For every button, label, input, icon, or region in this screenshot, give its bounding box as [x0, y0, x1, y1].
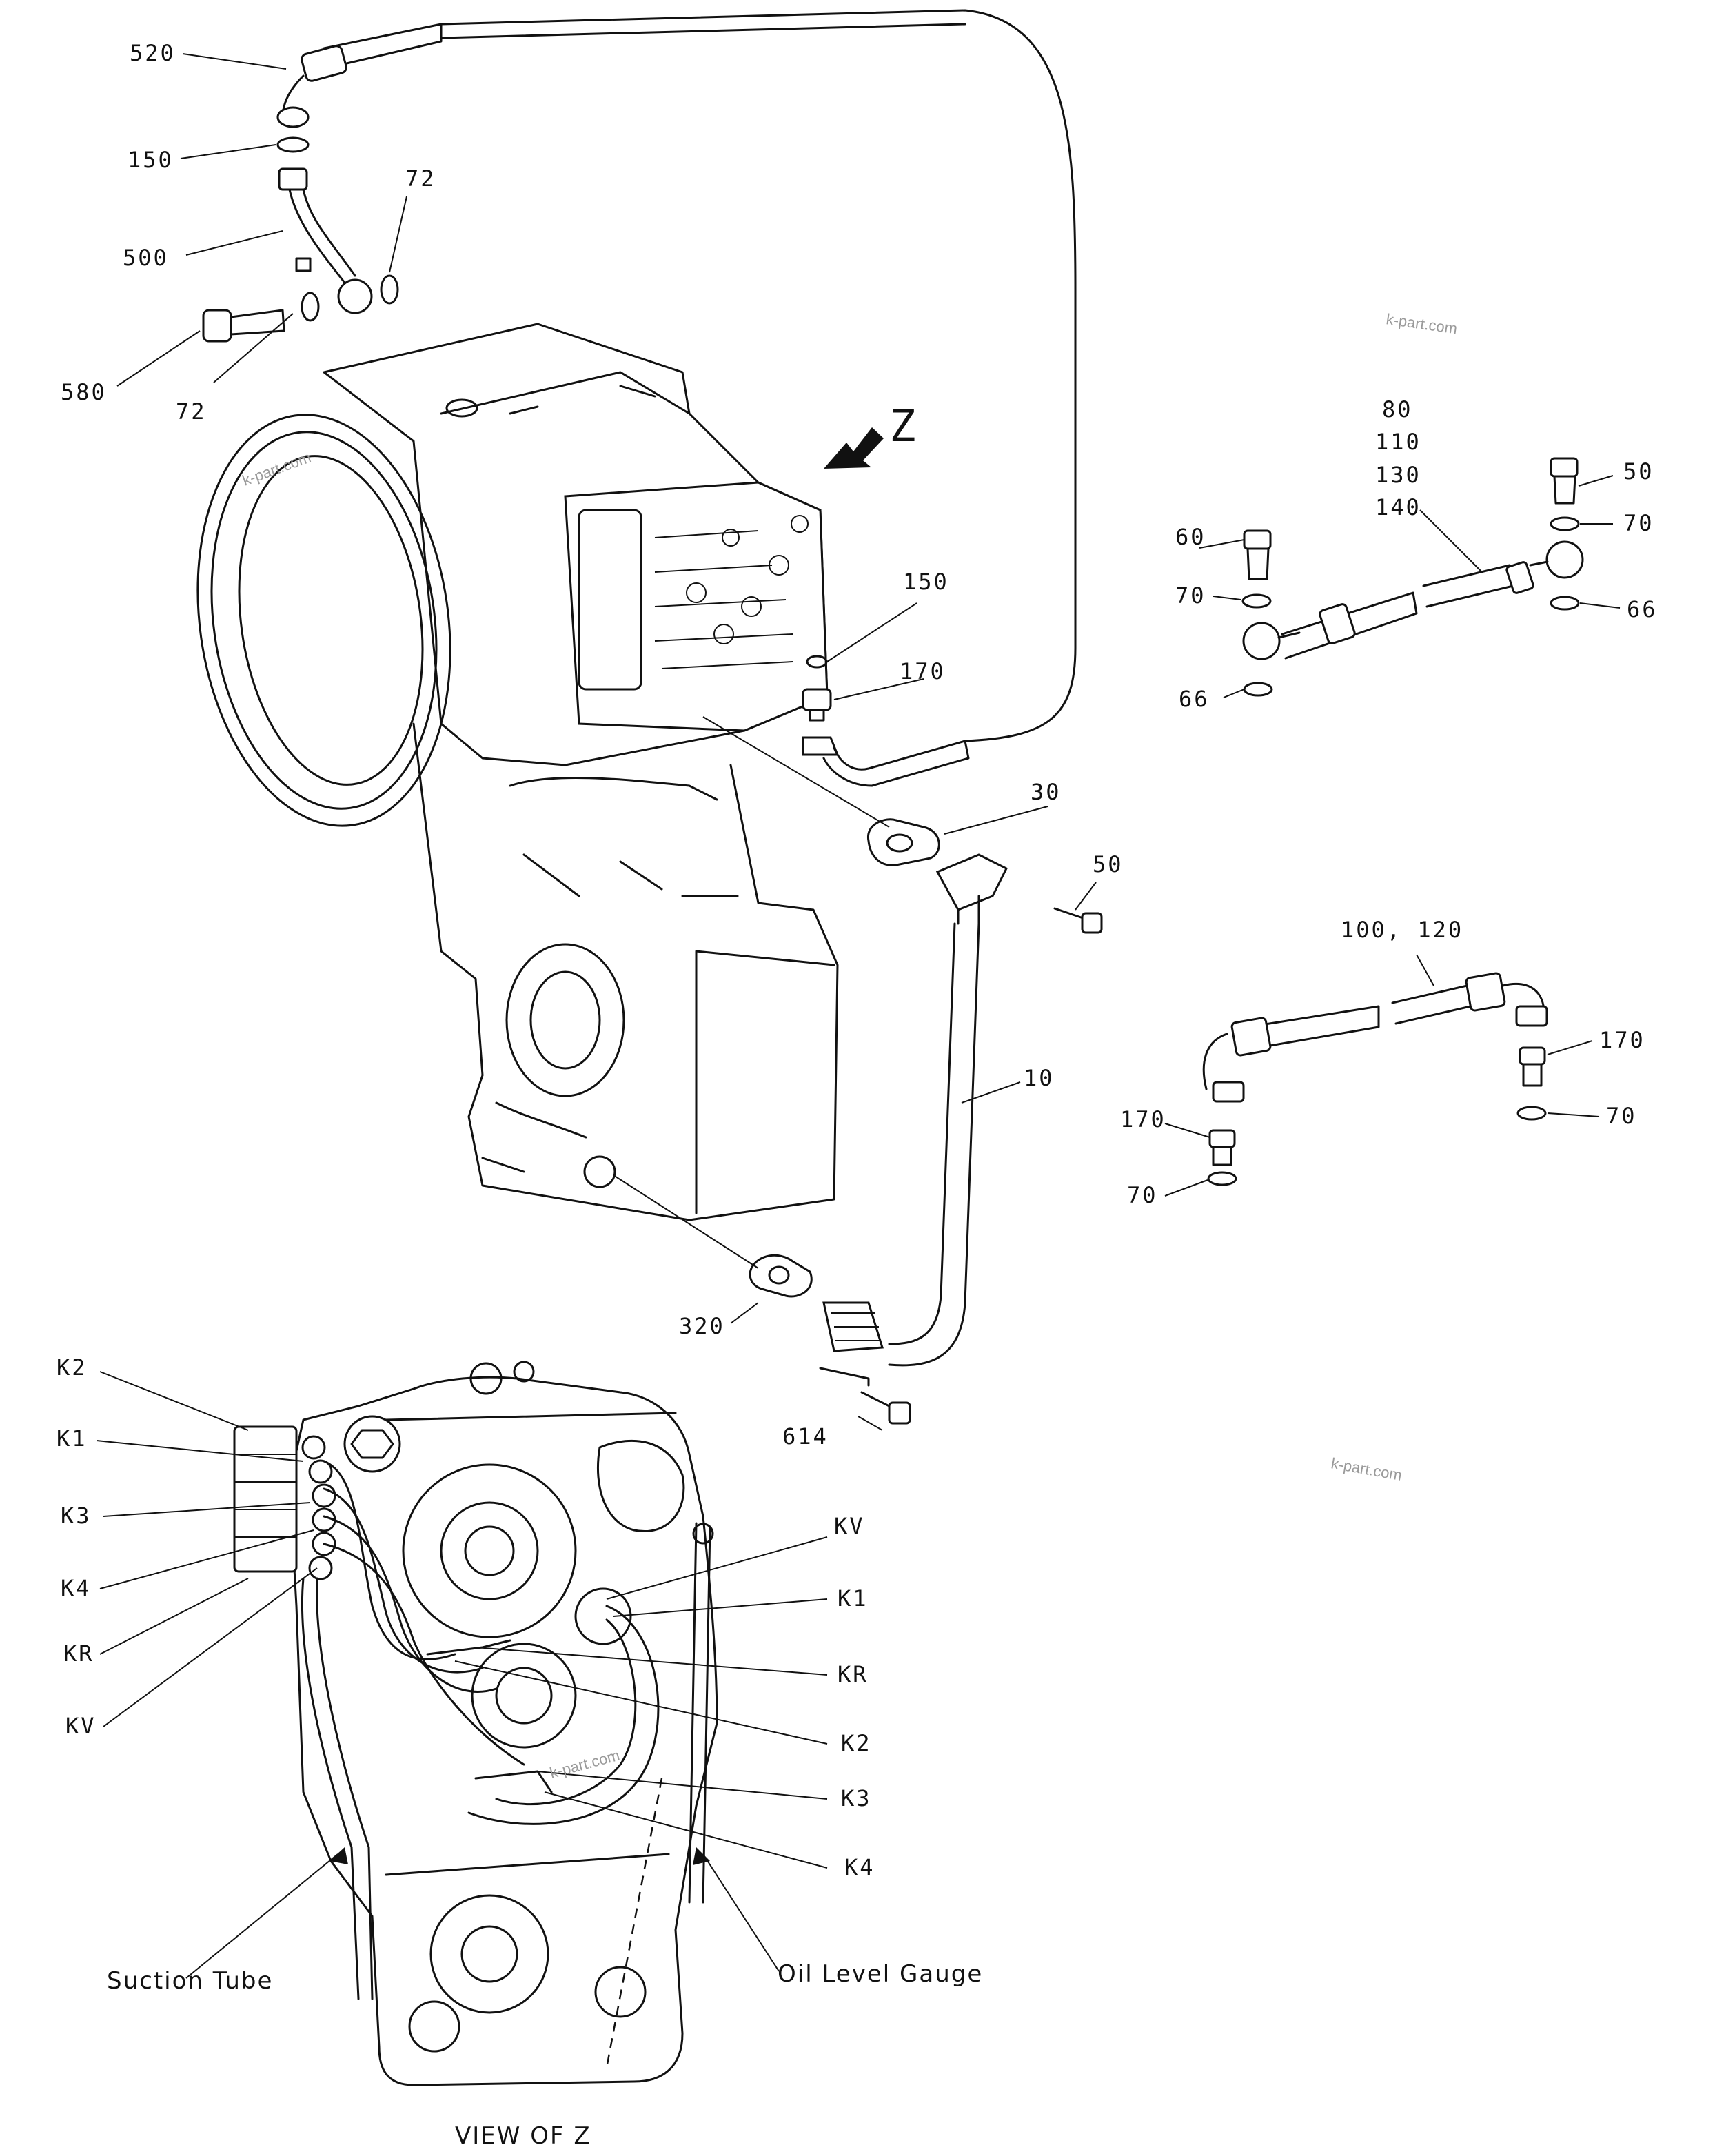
port-label-right: K2: [841, 1730, 872, 1756]
bolt-614: [819, 1367, 911, 1425]
bolt-50: [1053, 907, 1103, 934]
port-label-right: KR: [838, 1661, 869, 1687]
callout-70: 70: [1623, 510, 1654, 536]
gasket-30: [867, 818, 940, 866]
callout-110: 110: [1375, 429, 1421, 455]
callout-150: 150: [128, 147, 174, 173]
hose-assembly-100-120: [1202, 972, 1548, 1186]
gasket-320: [749, 1254, 813, 1298]
callout-130: 130: [1375, 462, 1421, 488]
view-of-z-labels: K2 K1 K3 K4 KR KV KV K1 KR K2 K3 K4 Suct…: [57, 1354, 983, 2150]
view-z-marker: Z: [889, 401, 916, 452]
port-label-right: K4: [844, 1854, 875, 1880]
callout-72: 72: [405, 165, 436, 192]
callout-70: 70: [1127, 1182, 1158, 1208]
port-label-left: K3: [61, 1503, 92, 1529]
callout-170: 170: [1120, 1106, 1166, 1132]
port-label-left: KR: [63, 1640, 94, 1667]
oil-level-gauge-label: Oil Level Gauge: [778, 1960, 983, 1988]
port-label-left: K4: [61, 1575, 92, 1601]
callout-520: 520: [130, 40, 176, 66]
callout-50: 50: [1093, 851, 1124, 877]
fitting-170-with-oring: [802, 655, 970, 787]
return-hose: [440, 9, 1077, 742]
port-label-right: KV: [834, 1513, 865, 1539]
callout-labels: 520 150 500 72 580 72 Z 80 110 130 140 5…: [61, 40, 1658, 1450]
callout-70: 70: [1175, 582, 1206, 609]
leader-lines: [96, 53, 1621, 1979]
callout-580: 580: [61, 379, 107, 405]
view-of-z-caption: VIEW OF Z: [455, 2122, 591, 2150]
callout-320: 320: [679, 1313, 725, 1339]
suction-tube-label: Suction Tube: [107, 1967, 273, 1995]
callout-140: 140: [1375, 494, 1421, 520]
callout-170: 170: [1599, 1027, 1645, 1053]
suction-tube-10: [888, 853, 1008, 1367]
callout-72: 72: [176, 398, 207, 425]
port-label-left: K2: [57, 1354, 88, 1381]
view-of-z-housing: [233, 1361, 718, 2086]
callout-100-120: 100, 120: [1341, 917, 1463, 943]
callout-66: 66: [1627, 596, 1658, 622]
callout-150: 150: [903, 569, 949, 595]
callout-50: 50: [1623, 458, 1654, 485]
banjo-bolt-580: [202, 309, 285, 343]
callout-66: 66: [1179, 686, 1210, 712]
strainer: [822, 1301, 884, 1352]
callout-170: 170: [900, 658, 946, 684]
tube-500: [278, 167, 399, 322]
watermark: k-part.com: [1330, 1454, 1403, 1484]
transmission-housing: [196, 323, 839, 1221]
callout-60: 60: [1175, 524, 1206, 550]
view-z-arrow-icon: [824, 427, 884, 469]
callout-614: 614: [782, 1423, 829, 1450]
port-label-right: K3: [841, 1785, 872, 1811]
callout-10: 10: [1024, 1065, 1055, 1091]
callout-30: 30: [1031, 779, 1062, 805]
hose-fitting-520: [276, 23, 443, 153]
callout-500: 500: [123, 245, 169, 271]
port-label-left: KV: [65, 1713, 97, 1739]
callout-80: 80: [1382, 396, 1413, 423]
port-label-right: K1: [838, 1585, 869, 1611]
watermark: k-part.com: [1385, 310, 1458, 337]
port-label-left: K1: [57, 1425, 88, 1452]
callout-70: 70: [1606, 1103, 1637, 1129]
